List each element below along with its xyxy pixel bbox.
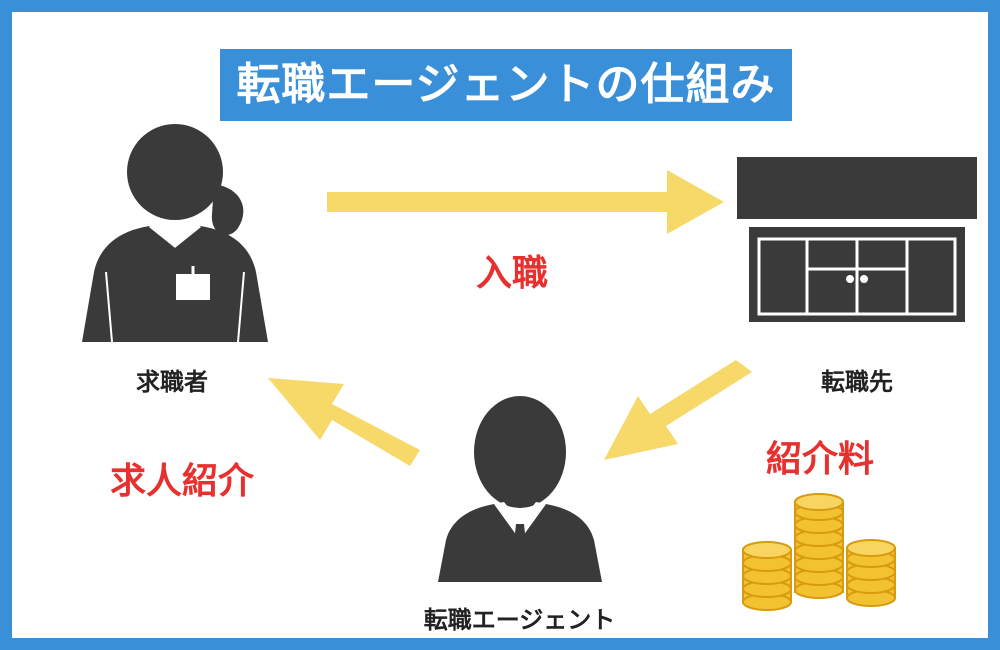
- office-building-icon: [737, 157, 977, 322]
- flow-label-hiring: 入職: [475, 253, 548, 294]
- node-label-company: 転職先: [821, 368, 893, 396]
- node-label-job-seeker: 求職者: [136, 368, 208, 396]
- arrow-hiring-icon: [327, 170, 724, 234]
- businessman-icon: [438, 396, 602, 582]
- diagram-title: 転職エージェントの仕組み: [220, 49, 792, 121]
- flow-label-referral-fee: 紹介料: [765, 439, 874, 480]
- flow-label-job-introduction: 求人紹介: [109, 461, 254, 502]
- coin-stack-icon: [742, 493, 896, 611]
- arrow-referral-fee-icon: [604, 360, 752, 460]
- node-label-agent: 転職エージェント: [423, 606, 616, 634]
- person-female-icon: [82, 124, 268, 343]
- arrow-job-introduction-icon: [268, 378, 420, 466]
